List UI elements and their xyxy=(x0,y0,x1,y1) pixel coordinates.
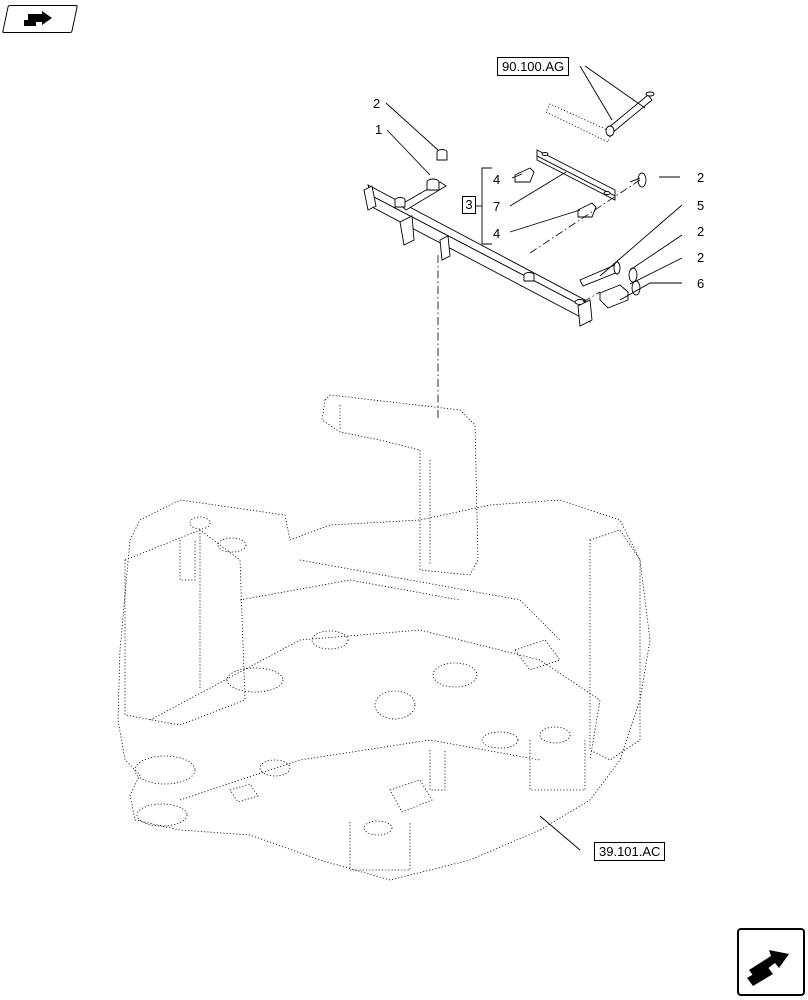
top-nav-button[interactable] xyxy=(2,5,78,33)
callout-1: 1 xyxy=(375,122,382,137)
lower-frame-assembly xyxy=(117,394,651,881)
alignment-lines xyxy=(437,179,641,420)
group-number-box: 3 xyxy=(462,196,476,214)
callout-2-b: 2 xyxy=(697,170,704,185)
previous-page-arrow-icon xyxy=(24,11,52,26)
bottom-nav-button[interactable] xyxy=(737,928,805,996)
callout-2-c: 2 xyxy=(697,224,704,239)
support-bar-assembly xyxy=(363,149,593,327)
clip-item-4 xyxy=(514,167,597,218)
reference-part-90-100-ag xyxy=(545,91,655,143)
next-page-arrow-icon xyxy=(747,950,789,986)
callout-7: 7 xyxy=(493,199,500,214)
callout-2-a: 2 xyxy=(373,96,380,111)
callout-4-b: 4 xyxy=(493,226,500,241)
hardware-items xyxy=(579,172,647,309)
plate-item-7 xyxy=(536,149,616,201)
callout-5: 5 xyxy=(697,198,704,213)
callout-labels: 2 1 4 7 4 2 5 2 2 6 xyxy=(373,96,704,291)
callout-4-a: 4 xyxy=(493,172,500,187)
callout-2-d: 2 xyxy=(697,250,704,265)
callout-6: 6 xyxy=(697,276,704,291)
leader-lines xyxy=(385,65,683,851)
reference-box-39-101-ac[interactable]: 39.101.AC xyxy=(594,842,666,861)
reference-box-90-100-ag[interactable]: 90.100.AG xyxy=(497,57,570,76)
